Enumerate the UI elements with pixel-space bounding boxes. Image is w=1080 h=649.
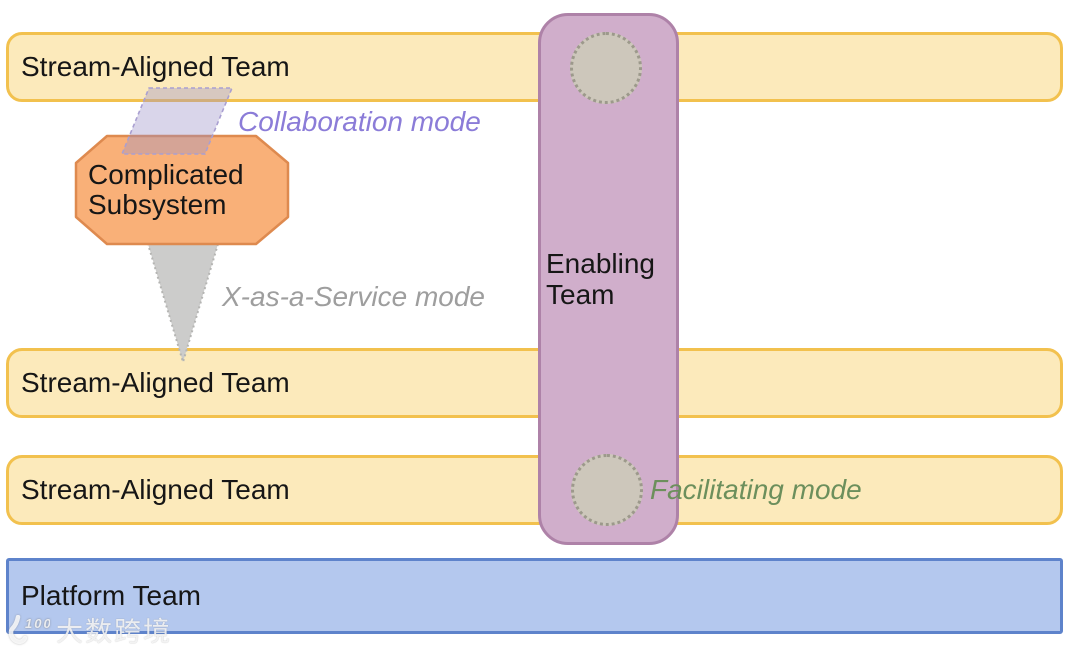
stream-aligned-team-bar-1: Stream-Aligned Team <box>6 32 1063 102</box>
facilitating-mode-label: Facilitating mode <box>650 474 862 505</box>
platform-team-label: Platform Team <box>21 580 201 611</box>
facilitating-touch-circle-top <box>570 32 642 104</box>
stream-aligned-team-label-3: Stream-Aligned Team <box>21 474 290 505</box>
complicated-subsystem-octagon <box>74 134 290 246</box>
watermark-logo-icon: 100 <box>8 614 50 644</box>
collaboration-overlap-parallelogram <box>120 87 234 155</box>
stream-aligned-team-label-2: Stream-Aligned Team <box>21 367 290 398</box>
stream-aligned-team-bar-2: Stream-Aligned Team <box>6 348 1063 418</box>
stream-aligned-team-label-1: Stream-Aligned Team <box>21 51 290 82</box>
enabling-team-label: Enabling Team <box>546 248 655 310</box>
x-as-a-service-mode-label: X-as-a-Service mode <box>222 281 485 312</box>
platform-team-bar: Platform Team <box>6 558 1063 634</box>
watermark-text: 大数跨境 <box>56 617 172 647</box>
stream-aligned-team-bar-3: Stream-Aligned Team <box>6 455 1063 525</box>
complicated-subsystem-label: Complicated Subsystem <box>88 159 244 220</box>
x-as-a-service-triangle <box>146 243 220 366</box>
facilitating-touch-circle-bottom <box>571 454 643 526</box>
collaboration-mode-label: Collaboration mode <box>238 106 481 137</box>
watermark-logo-number: 100 <box>25 616 50 631</box>
watermark: 100 大数跨境 <box>8 610 172 649</box>
